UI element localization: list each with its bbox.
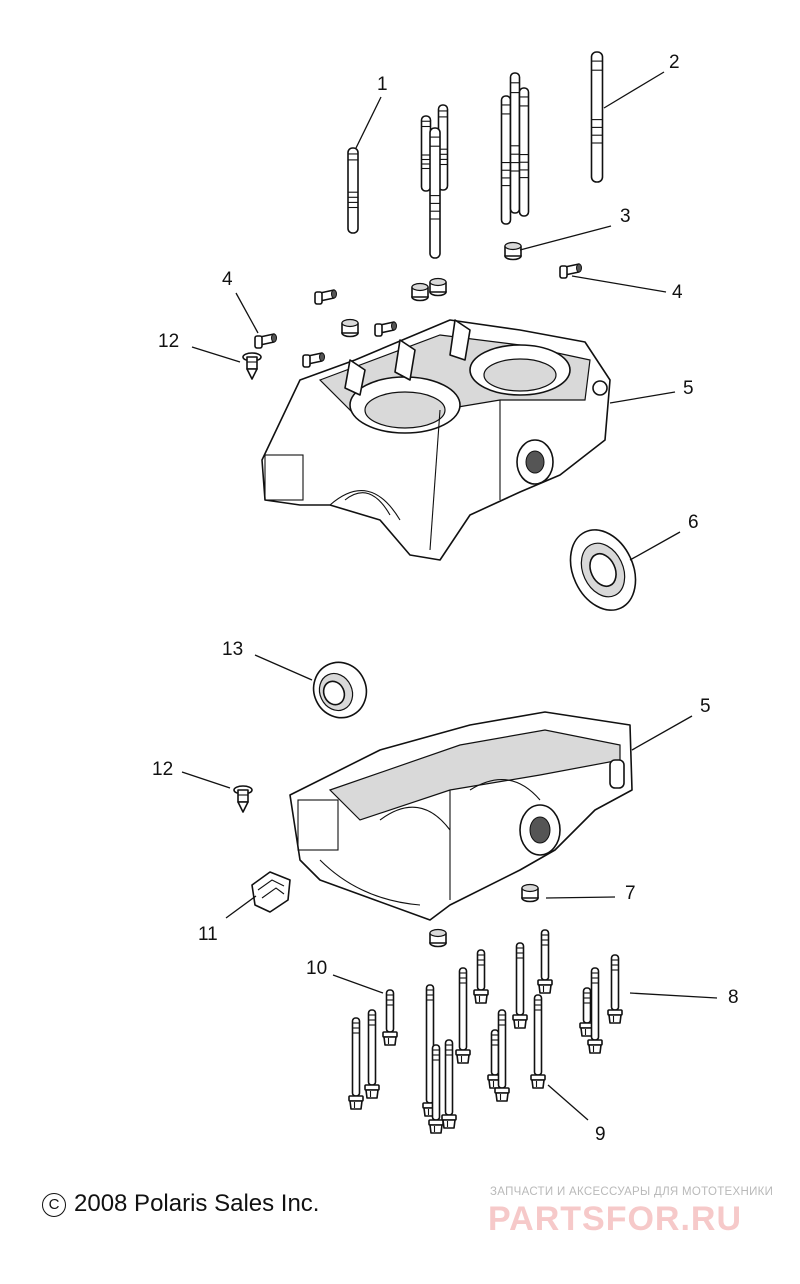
oil-jet-part-4b — [314, 289, 337, 305]
copyright-text: 2008 Polaris Sales Inc. — [74, 1190, 320, 1217]
leader-lines — [181, 71, 718, 1121]
callout-1: 1 — [377, 74, 388, 95]
copyright-icon: C — [42, 1193, 66, 1217]
leader-5-top — [609, 391, 676, 404]
callout-10: 10 — [306, 958, 327, 979]
bolt-part-8c — [607, 954, 623, 1024]
bolt-part-9g — [494, 1009, 510, 1102]
leader-1 — [355, 96, 382, 149]
stud-part-1b — [420, 115, 432, 192]
bolt-part-8b — [587, 967, 603, 1054]
leader-4-right — [571, 275, 667, 293]
leader-5-bottom — [631, 715, 693, 751]
dowel-part-3 — [504, 241, 522, 261]
leader-10 — [332, 974, 384, 994]
stud-part-1f — [509, 72, 521, 214]
dowel-part-3c — [429, 277, 447, 297]
lower-crankcase-part-5 — [289, 711, 633, 921]
parts-artwork — [233, 51, 637, 1134]
dowel-part-3b — [411, 282, 429, 302]
callout-4-right: 4 — [672, 282, 683, 303]
leader-8 — [629, 992, 718, 999]
bolt-part-9i — [530, 994, 546, 1089]
stud-part-1g — [518, 87, 530, 217]
callout-11: 11 — [198, 924, 218, 945]
callout-4-left: 4 — [222, 269, 233, 290]
callout-12-bottom: 12 — [152, 759, 173, 780]
leader-13 — [254, 654, 313, 681]
callout-5-bottom: 5 — [700, 696, 711, 717]
bolt-part-9h — [512, 942, 528, 1029]
bolt-part-9e — [473, 949, 489, 1004]
bolt-part-9d — [455, 967, 471, 1064]
callout-2: 2 — [669, 52, 680, 73]
stud-part-1d — [429, 127, 441, 259]
long-stud-part-2 — [590, 51, 604, 183]
callout-7: 7 — [625, 883, 636, 904]
callout-9: 9 — [595, 1124, 606, 1145]
callout-8: 8 — [728, 987, 739, 1008]
callout-labels: 1 2 3 4 4 12 5 6 13 5 12 11 7 10 8 9 — [152, 52, 739, 1145]
dowel-part-7 — [521, 883, 539, 903]
callout-5-top: 5 — [683, 378, 694, 399]
callout-6: 6 — [688, 512, 699, 533]
watermark-tagline: ЗАПЧАСТИ И АКСЕССУАРЫ ДЛЯ МОТОТЕХНИКИ — [490, 1186, 774, 1198]
leader-11 — [225, 895, 257, 919]
dowel-part-7b — [429, 928, 447, 948]
crank-seal-part-13 — [312, 661, 368, 719]
vent-plug-part-12 — [242, 352, 262, 380]
leader-9 — [547, 1084, 589, 1121]
callout-12-top: 12 — [158, 331, 179, 352]
bolt-part-10 — [382, 989, 398, 1046]
watermark-logo: PARTSFOR.RU — [488, 1200, 743, 1238]
leader-3 — [519, 225, 612, 251]
stud-part-1e — [500, 95, 512, 225]
bolt-part-10c — [348, 1017, 364, 1110]
leader-7 — [545, 896, 616, 899]
copyright-notice: C 2008 Polaris Sales Inc. — [42, 1190, 319, 1218]
callout-3: 3 — [620, 206, 631, 227]
leader-4-left — [235, 292, 259, 334]
upper-crankcase-part-5 — [261, 319, 611, 561]
oil-jet-part-4c — [374, 321, 397, 337]
oil-jet-part-4 — [559, 263, 582, 279]
bolt-part-10b — [364, 1009, 380, 1099]
oil-jet-part-4e — [254, 333, 277, 349]
callout-13: 13 — [222, 639, 243, 660]
bolt-part-9b — [428, 1044, 444, 1134]
bracket-part-11 — [251, 871, 291, 913]
crank-seal-part-6 — [569, 529, 637, 611]
leader-12-top — [191, 346, 241, 363]
bolt-part-9j — [537, 929, 553, 994]
leader-12-bottom — [181, 771, 231, 789]
vent-plug-part-12b — [233, 785, 253, 813]
leader-6 — [629, 531, 681, 561]
stud-part-1 — [347, 147, 359, 234]
oil-jet-part-4d — [302, 352, 325, 368]
leader-2 — [603, 71, 665, 109]
dowel-part-3d — [341, 318, 359, 338]
bolt-part-8 — [579, 987, 595, 1037]
bolt-part-9c — [441, 1039, 457, 1129]
